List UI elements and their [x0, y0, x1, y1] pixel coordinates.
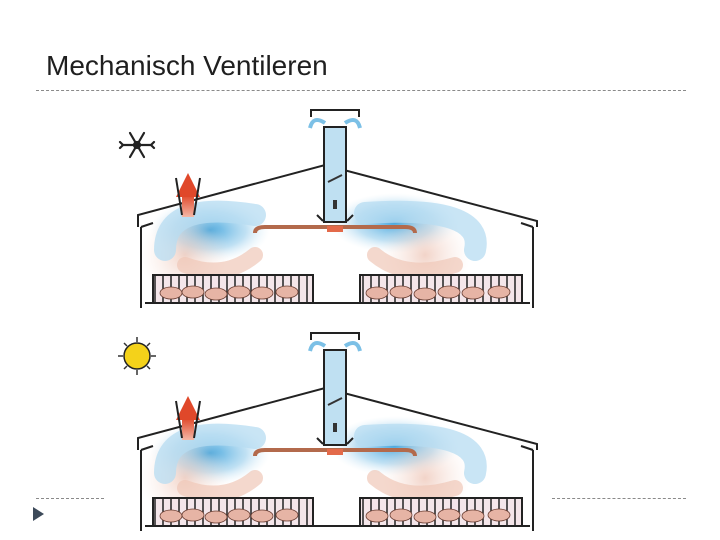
- footer-divider-left: [36, 498, 104, 499]
- slide-title: Mechanisch Ventileren: [46, 50, 328, 82]
- snowflake-icon: [120, 133, 154, 157]
- bullet-arrow-icon: [33, 507, 44, 521]
- title-divider: [36, 90, 686, 91]
- barn-warm-panel: [118, 333, 537, 531]
- ventilation-diagram: [105, 105, 545, 535]
- footer-divider-right: [552, 498, 686, 499]
- barn-cold-panel: [120, 110, 537, 308]
- sun-icon: [118, 337, 156, 375]
